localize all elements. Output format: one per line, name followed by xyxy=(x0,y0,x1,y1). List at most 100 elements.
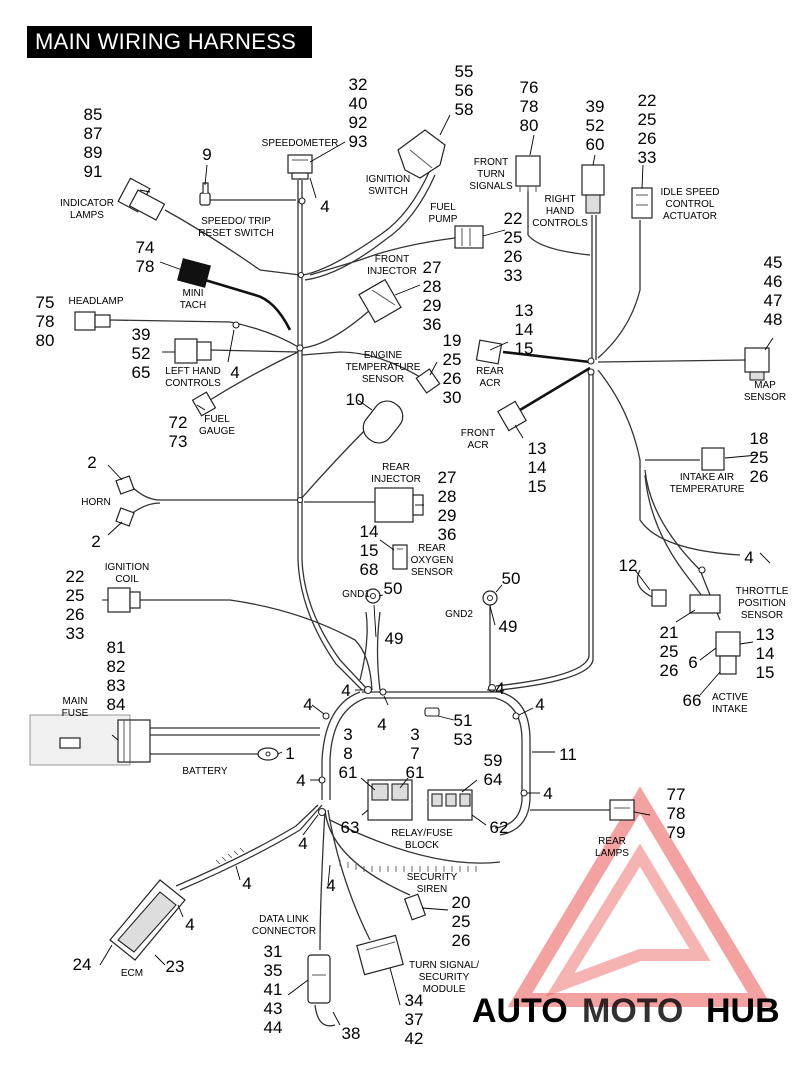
callout-4-ring-top: 4 xyxy=(377,715,386,734)
callout-50-gnd2: 50 xyxy=(502,569,521,588)
callout-66: 66 xyxy=(683,691,702,710)
left-hand-controls-connector xyxy=(174,338,212,364)
callout-50-gnd1: 50 xyxy=(384,579,403,598)
fuel-pump-connector xyxy=(454,225,484,249)
data-link-connector xyxy=(307,954,331,1004)
callout-10: 10 xyxy=(346,390,365,409)
label-gnd2: GND2 xyxy=(445,609,473,620)
fuel-gauge-connector xyxy=(191,391,217,417)
callout-4-siren-branch: 4 xyxy=(326,876,335,895)
front-acr-connector xyxy=(497,400,527,432)
relay-fuse-block xyxy=(367,779,473,821)
callout-63: 63 xyxy=(341,818,360,837)
callout-2-upper: 2 xyxy=(87,453,96,472)
callout-6: 6 xyxy=(688,653,697,672)
callout-23: 23 xyxy=(166,957,185,976)
harness-wires xyxy=(109,169,746,1027)
right-hand-controls-connector xyxy=(581,164,605,214)
callout-2-lower: 2 xyxy=(91,532,100,551)
label-horn: HORN xyxy=(81,497,110,508)
harness-tape xyxy=(215,847,477,872)
rear-oxygen-sensor-connector xyxy=(392,544,408,570)
intake-air-temp-connector xyxy=(701,447,725,471)
callout-4-gnd1-junction: 4 xyxy=(341,681,350,700)
ignition-switch-connector xyxy=(397,129,446,179)
callout-62: 62 xyxy=(490,818,509,837)
leader-lines xyxy=(99,114,774,1026)
diagram-title: MAIN WIRING HARNESS xyxy=(27,26,312,58)
front-injector-connector xyxy=(358,278,402,324)
front-turn-signals-connector xyxy=(515,155,541,192)
throttle-position-connector xyxy=(651,589,721,614)
gnd1-ring-terminal xyxy=(365,588,381,604)
label-gnd1: GND1 xyxy=(342,589,370,600)
callout-4-ecm: 4 xyxy=(185,915,194,934)
watermark-moto: MOTO xyxy=(582,992,683,1030)
watermark-hub: HUB xyxy=(706,992,780,1030)
idle-speed-actuator-connector xyxy=(631,187,653,219)
speedometer-connector xyxy=(287,154,313,180)
horn-terminals xyxy=(115,475,135,527)
ecm-unit xyxy=(109,879,186,961)
indicator-lamps-connector xyxy=(117,177,166,221)
watermark-logo xyxy=(507,786,773,1007)
callout-4-ring-left: 4 xyxy=(303,695,312,714)
watermark-text: AUTO MOTO HUB xyxy=(472,992,780,1030)
battery-ring-terminal xyxy=(257,747,279,761)
callout-49-gnd2: 49 xyxy=(499,617,518,636)
callout-4-speedo: 4 xyxy=(320,197,329,216)
label-headlamp: HEADLAMP xyxy=(68,296,123,307)
headlamp-connector xyxy=(74,311,111,331)
speedo-reset-switch xyxy=(199,182,211,206)
rear-acr-connector xyxy=(475,339,503,365)
map-sensor-connector xyxy=(744,347,770,381)
callout-12: 12 xyxy=(619,556,638,575)
main-fuse-block xyxy=(29,714,151,766)
callout-4-ring-right-low: 4 xyxy=(543,784,552,803)
callout-4-ring-right: 4 xyxy=(535,695,544,714)
